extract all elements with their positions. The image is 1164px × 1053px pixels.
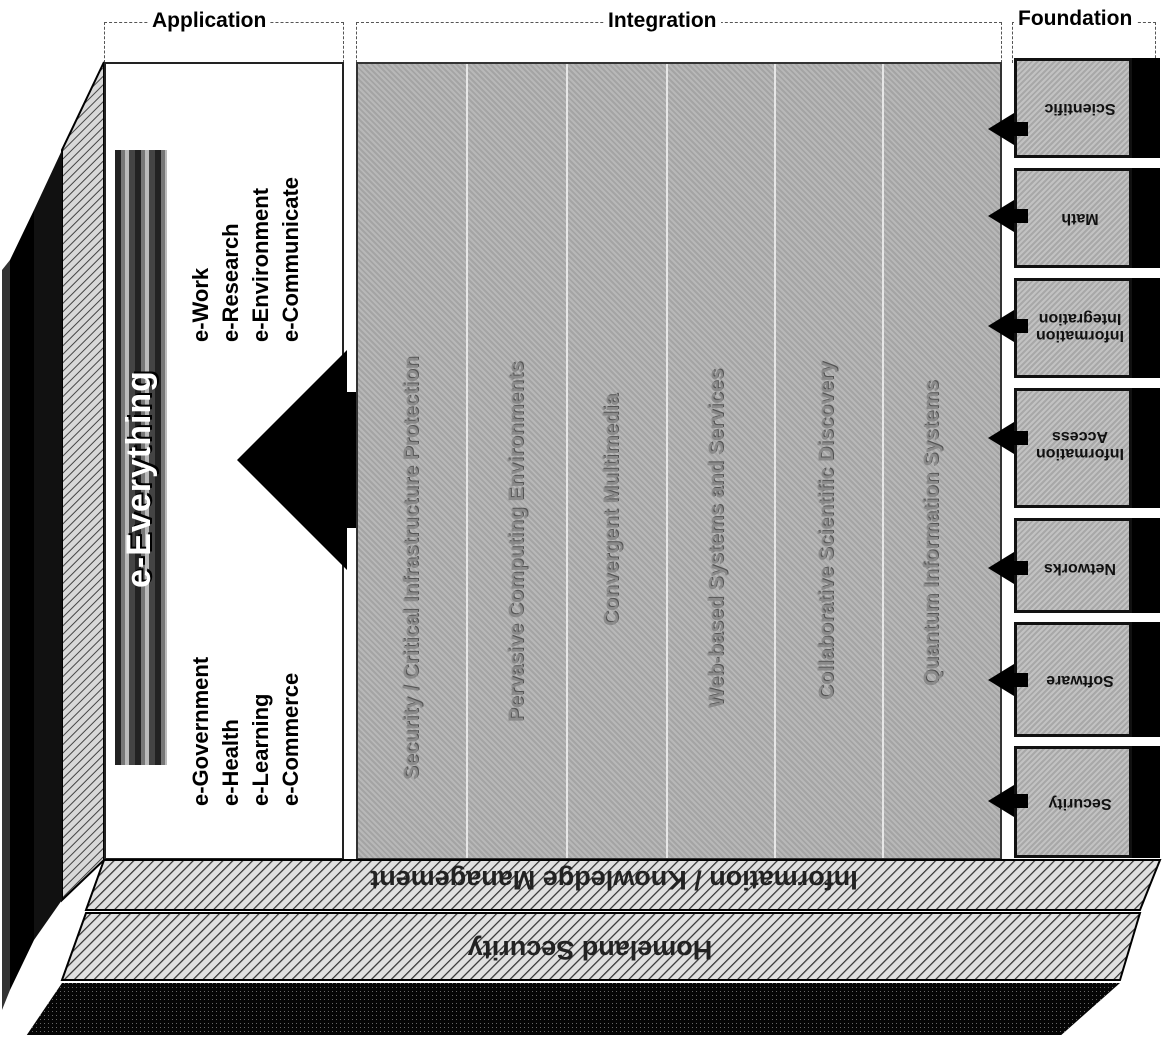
foundation-bar [1132, 278, 1160, 378]
foundation-label-security: Security [1048, 795, 1112, 812]
integration-col-collaborative-discovery: Collaborative Scientific Discovery [815, 361, 838, 700]
foundation-bar [1132, 388, 1160, 508]
foundation-arrow-icon [988, 552, 1014, 584]
foundation-label-networks: Networks [1043, 560, 1117, 577]
e-everything-bar [115, 150, 167, 765]
foundation-bar [1132, 168, 1160, 268]
application-header: Application [148, 9, 271, 33]
integration-col-convergent-multimedia: Convergent Multimedia [600, 393, 623, 626]
foundation-label-math: Math [1061, 210, 1099, 227]
foundation-label-information-integration: Information Integration [1036, 310, 1124, 344]
bottom-layer-knowledge-management: Information / Knowledge Management [370, 865, 858, 895]
foundation-label-information-access: Information Access [1036, 428, 1124, 462]
foundation-bar [1132, 518, 1160, 613]
foundation-box-information-access [1014, 388, 1132, 508]
foundation-box-information-integration [1014, 278, 1132, 378]
foundation-arrow-icon [988, 422, 1014, 454]
integration-header: Integration [604, 9, 721, 33]
integration-col-quantum-systems: Quantum Information Systems [920, 380, 943, 686]
app-item-e-commerce: e-Commerce [278, 672, 303, 806]
foundation-arrow-stem [1012, 319, 1028, 333]
integration-divider [466, 64, 468, 858]
bottom-layer-homeland-security: Homeland Security [467, 935, 713, 965]
foundation-arrow-icon [988, 200, 1014, 232]
foundation-box-security [1014, 746, 1132, 858]
integration-col-pervasive-computing: Pervasive Computing Environments [505, 361, 528, 722]
foundation-box-software [1014, 622, 1132, 737]
foundation-label-software: Software [1046, 672, 1114, 689]
foundation-arrow-stem [1012, 209, 1028, 223]
e-everything-title: e-Everything [120, 370, 158, 588]
app-item-e-government: e-Government [188, 656, 213, 806]
bottom-slabs [0, 859, 1164, 1053]
foundation-bar [1132, 622, 1160, 737]
foundation-box-math [1014, 168, 1132, 268]
foundation-arrow-stem [1012, 561, 1028, 575]
integration-divider [666, 64, 668, 858]
foundation-label-scientific: Scientific [1044, 100, 1116, 117]
foundation-box-networks [1014, 518, 1132, 613]
foundation-arrow-icon [988, 310, 1014, 342]
foundation-arrow-stem [1012, 794, 1028, 808]
app-item-e-work: e-Work [188, 267, 213, 342]
foundation-bar [1132, 58, 1160, 158]
foundation-header: Foundation [1014, 7, 1137, 31]
foundation-bar [1132, 746, 1160, 858]
foundation-arrow-icon [988, 785, 1014, 817]
integration-col-security-cip: Security / Critical Infrastructure Prote… [400, 356, 423, 780]
foundation-arrow-stem [1012, 431, 1028, 445]
foundation-box-scientific [1014, 58, 1132, 158]
app-item-e-health: e-Health [218, 719, 243, 806]
integration-panel [356, 62, 1002, 860]
app-item-e-learning: e-Learning [248, 693, 273, 806]
integration-col-web-based-systems: Web-based Systems and Services [705, 368, 728, 708]
integration-divider [566, 64, 568, 858]
left-side-3d [2, 61, 105, 1010]
big-left-arrow [237, 350, 362, 570]
foundation-arrow-icon [988, 664, 1014, 696]
foundation-arrow-icon [988, 113, 1014, 145]
foundation-arrow-stem [1012, 122, 1028, 136]
integration-divider [882, 64, 884, 858]
foundation-arrow-stem [1012, 673, 1028, 687]
integration-divider [774, 64, 776, 858]
